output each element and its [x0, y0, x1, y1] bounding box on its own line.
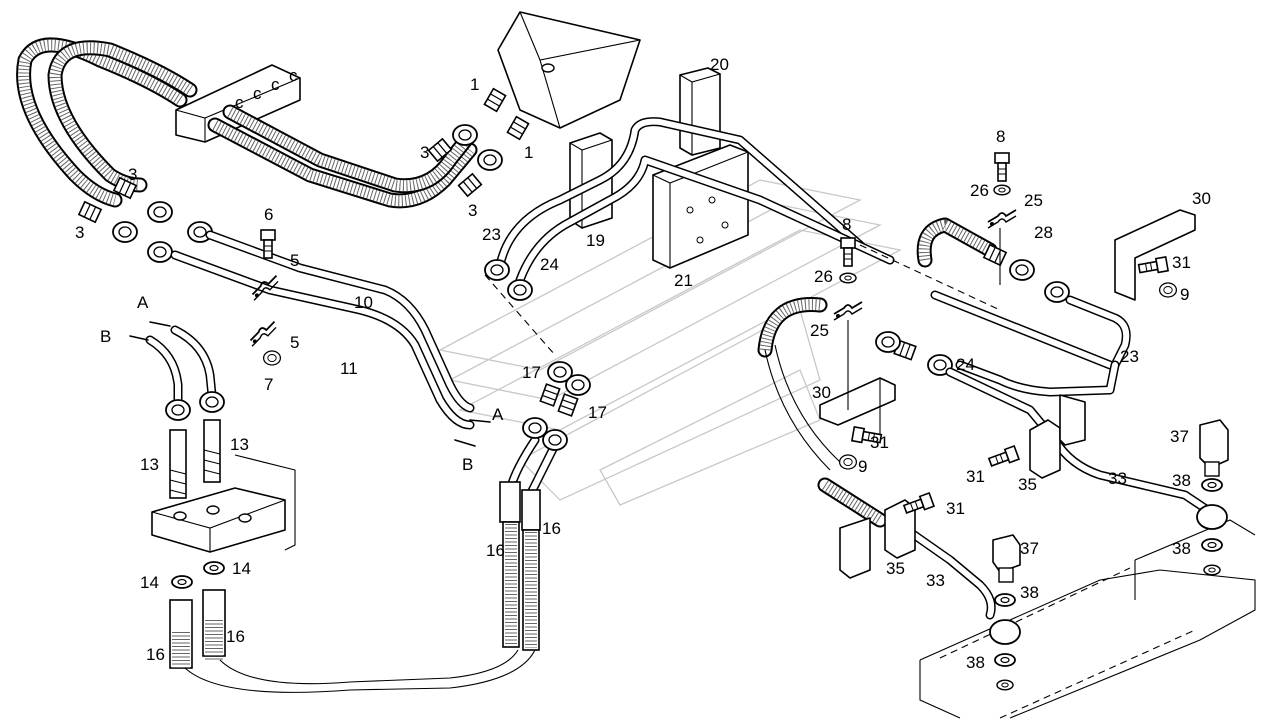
callout-23-b: 23 [1120, 347, 1139, 366]
marker-a-left: A [137, 293, 149, 312]
callout-14-b: 14 [232, 559, 251, 578]
callout-31-c: 31 [966, 467, 985, 486]
callout-3-c: 3 [128, 165, 137, 184]
callout-35-a: 35 [1018, 475, 1037, 494]
callout-38-c: 38 [1020, 583, 1039, 602]
callout-33-a: 33 [1108, 469, 1127, 488]
callout-11: 11 [340, 359, 358, 378]
callout-28: 28 [1034, 223, 1053, 242]
clamps-35 [839, 394, 1086, 579]
svg-text:c: c [253, 84, 262, 103]
callout-35-b: 35 [886, 559, 905, 578]
marker-b-center: B [462, 455, 473, 474]
callout-1-b: 1 [524, 143, 533, 162]
callout-20: 20 [710, 55, 729, 74]
callout-24-a: 24 [540, 255, 559, 274]
callout-30-a: 30 [1192, 189, 1211, 208]
callout-8-b: 8 [842, 215, 851, 234]
callout-31-d: 31 [946, 499, 965, 518]
callout-10: 10 [354, 293, 373, 312]
callout-26-b: 26 [814, 267, 833, 286]
bracket-left [151, 454, 296, 553]
pipes-23-24 [484, 117, 1001, 311]
callout-5-a: 5 [290, 251, 299, 270]
callout-33-b: 33 [926, 571, 945, 590]
callout-24-b: 24 [956, 355, 975, 374]
clamps-25 [833, 152, 1017, 410]
callout-16-c: 16 [542, 519, 561, 538]
callout-5-b: 5 [290, 333, 299, 352]
callout-25-a: 25 [1024, 191, 1043, 210]
svg-text:c: c [271, 75, 280, 94]
callout-13-b: 13 [140, 455, 159, 474]
callout-9-b: 9 [858, 457, 867, 476]
callout-37-a: 37 [1170, 427, 1189, 446]
svg-text:c: c [289, 66, 298, 85]
callout-38-b: 38 [1172, 539, 1191, 558]
callout-16-a: 16 [226, 627, 245, 646]
callout-31-b: 31 [870, 433, 889, 452]
callout-17-a: 17 [522, 363, 541, 382]
callout-26-a: 26 [970, 181, 989, 200]
callout-9-a: 9 [1180, 285, 1189, 304]
callout-6: 6 [264, 205, 273, 224]
marker-a-center: A [492, 405, 504, 424]
hydraulic-hoses-left [16, 37, 478, 209]
callout-7: 7 [264, 375, 273, 394]
callout-1-a: 1 [470, 75, 479, 94]
callout-31-a: 31 [1172, 253, 1191, 272]
brackets-30 [819, 209, 1196, 470]
callout-23-a: 23 [482, 225, 501, 244]
flow-markers [129, 321, 491, 447]
hoses-16-17 [484, 274, 591, 651]
banjo-fittings [919, 419, 1256, 719]
callout-38-d: 38 [966, 653, 985, 672]
marker-b-left: B [100, 327, 111, 346]
callout-17-b: 17 [588, 403, 607, 422]
callout-3-a: 3 [420, 143, 429, 162]
pipes-10-11 [170, 229, 475, 430]
svg-text:c: c [235, 93, 244, 112]
callout-13-a: 13 [230, 435, 249, 454]
callout-21: 21 [674, 271, 693, 290]
connectors-left [145, 325, 536, 693]
callout-16-d: 16 [486, 541, 505, 560]
valve-block-left: c c c c [175, 64, 301, 143]
callout-25-b: 25 [810, 321, 829, 340]
callout-3-d: 3 [75, 223, 84, 242]
callout-19: 19 [586, 231, 605, 250]
callout-3-b: 3 [468, 201, 477, 220]
part-callouts: 1 1 3 3 3 3 5 5 6 7 8 8 9 9 10 11 13 13 … [75, 55, 1211, 672]
callout-16-b: 16 [146, 645, 165, 664]
callout-37-b: 37 [1020, 539, 1039, 558]
pipes-right [757, 217, 1220, 620]
callout-30-b: 30 [812, 383, 831, 402]
mounting-block-top [497, 11, 641, 129]
callout-38-a: 38 [1172, 471, 1191, 490]
callout-14-a: 14 [140, 573, 159, 592]
callout-8-a: 8 [996, 127, 1005, 146]
